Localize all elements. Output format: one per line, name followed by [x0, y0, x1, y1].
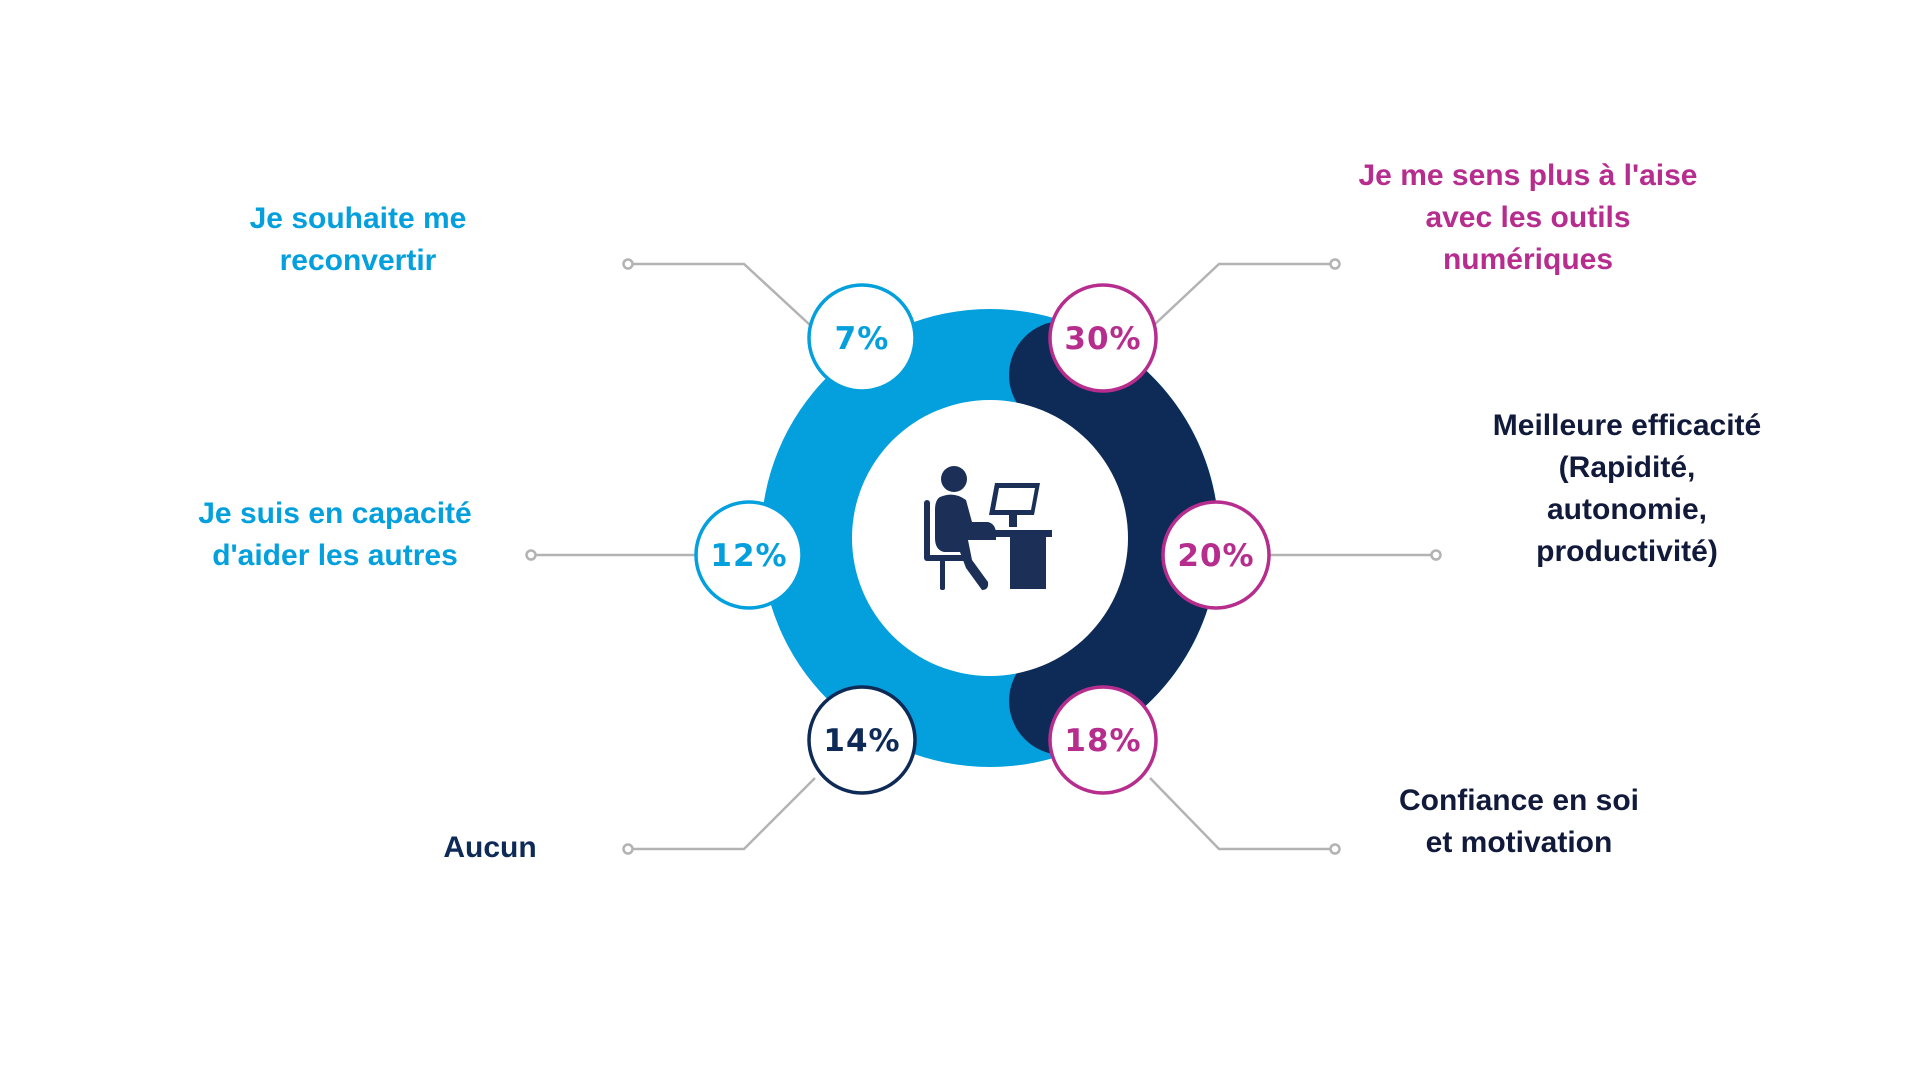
- label-line: Meilleure efficacité: [1492, 409, 1762, 442]
- percent-bubble-efficacite: [1161, 500, 1271, 610]
- connector-dot-aucun: [622, 843, 634, 855]
- percent-value-efficacite: 20%: [1177, 538, 1254, 574]
- label-line: numériques: [1442, 243, 1614, 276]
- connector-line-aise: [1153, 262, 1335, 326]
- connector-dot-efficacite: [1430, 549, 1442, 561]
- percent-bubble-aise: [1048, 283, 1158, 393]
- label-aucun: Aucun: [443, 827, 536, 869]
- label-efficacite: Meilleure efficacité (Rapidité, autonomie,…: [1493, 405, 1761, 573]
- connector-line-confiance: [1149, 777, 1335, 851]
- percent-value-aucun: 14%: [823, 723, 900, 759]
- percent-value-confiance: 18%: [1064, 723, 1141, 759]
- label-reconvertir: Je souhaite me reconvertir: [250, 198, 467, 282]
- label-line: avec les outils: [1425, 201, 1631, 234]
- label-line: et motivation: [1425, 826, 1613, 859]
- percent-value-aise: 30%: [1064, 321, 1141, 357]
- percent-value-reconvertir: 7%: [835, 321, 890, 357]
- label-line: d'aider les autres: [212, 539, 458, 572]
- percent-bubble-reconvertir: [807, 283, 917, 393]
- connector-dot-aider: [525, 549, 537, 561]
- label-line: reconvertir: [279, 244, 437, 277]
- label-line: autonomie,: [1546, 493, 1708, 526]
- connector-line-reconvertir: [628, 262, 811, 326]
- person-at-computer-icon: [924, 466, 1052, 590]
- label-confiance: Confiance en soi et motivation: [1399, 780, 1639, 864]
- percent-bubble-aucun: [807, 685, 917, 795]
- label-line: Aucun: [443, 831, 537, 864]
- label-aise: Je me sens plus à l'aise avec les outils n…: [1359, 155, 1698, 281]
- connector-dot-aise: [1329, 258, 1341, 270]
- connector-dot-confiance: [1329, 843, 1341, 855]
- percent-bubble-aider: [694, 500, 804, 610]
- label-line: Je suis en capacité: [198, 497, 472, 530]
- percent-bubble-confiance: [1048, 685, 1158, 795]
- label-line: Confiance en soi: [1398, 784, 1640, 817]
- connector-dot-reconvertir: [622, 258, 634, 270]
- label-aider: Je suis en capacité d'aider les autres: [198, 493, 472, 577]
- label-line: (Rapidité,: [1558, 451, 1696, 484]
- label-line: Je me sens plus à l'aise: [1358, 159, 1698, 192]
- label-line: productivité): [1536, 535, 1718, 568]
- connector-line-aucun: [628, 777, 816, 851]
- percent-value-aider: 12%: [710, 538, 787, 574]
- label-line: Je souhaite me: [249, 202, 467, 235]
